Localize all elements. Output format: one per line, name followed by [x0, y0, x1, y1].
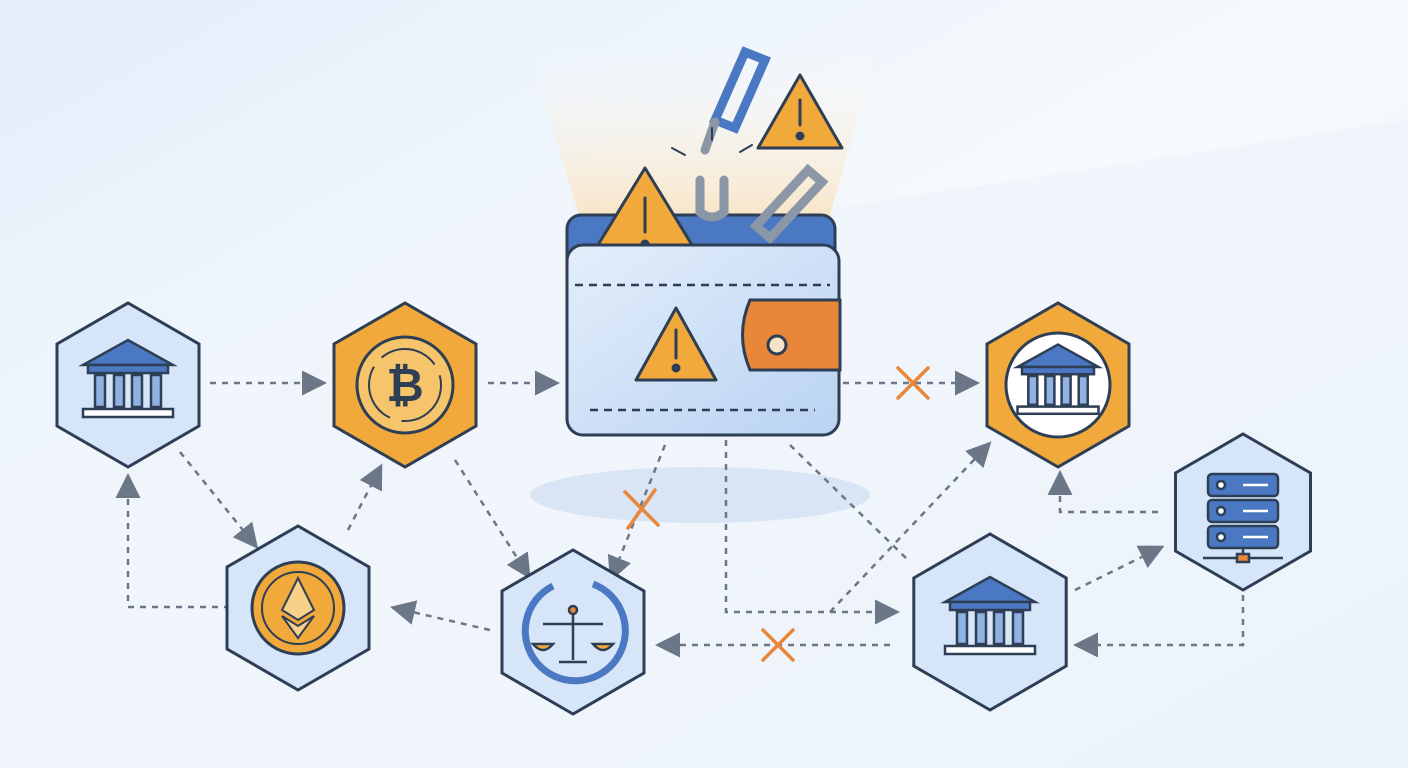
arrow	[1047, 470, 1158, 514]
warning-icon	[634, 306, 718, 382]
blocked-x-icon	[896, 366, 930, 400]
hexagon	[55, 301, 201, 469]
arrow	[1073, 595, 1245, 658]
broken-chain-icon	[671, 46, 829, 245]
blocked-links	[623, 366, 930, 662]
arrow	[724, 440, 900, 625]
node-bitcoin: ₿	[332, 301, 478, 469]
node-bank-right-bottom	[912, 532, 1068, 712]
bitcoin-icon: ₿	[355, 335, 455, 435]
blocked-x-icon	[623, 488, 660, 530]
arrow	[829, 441, 992, 613]
arrow	[1074, 545, 1165, 592]
connection-arrows	[115, 370, 1245, 658]
server-icon	[1203, 472, 1283, 564]
node-scales	[500, 548, 646, 716]
svg-text:₿: ₿	[386, 358, 424, 412]
wallet-shadow	[530, 467, 870, 523]
hexagon	[912, 532, 1068, 712]
bank-icon	[940, 575, 1040, 656]
arrow	[789, 444, 909, 561]
ethereum-icon	[250, 560, 346, 656]
arrow	[179, 451, 259, 549]
arrow	[115, 473, 230, 609]
node-bank-left	[55, 301, 201, 469]
scales-icon	[521, 580, 629, 685]
warning-icon	[756, 73, 844, 150]
arrow	[390, 600, 491, 632]
node-server	[1174, 432, 1312, 592]
bank-icon	[1012, 343, 1104, 416]
bank-icon	[78, 338, 178, 419]
blocked-x-icon	[761, 628, 795, 662]
node-bank-right-top	[985, 301, 1131, 469]
arrow	[453, 459, 531, 580]
node-ethereum	[225, 524, 371, 692]
wallet-icon	[565, 46, 844, 437]
